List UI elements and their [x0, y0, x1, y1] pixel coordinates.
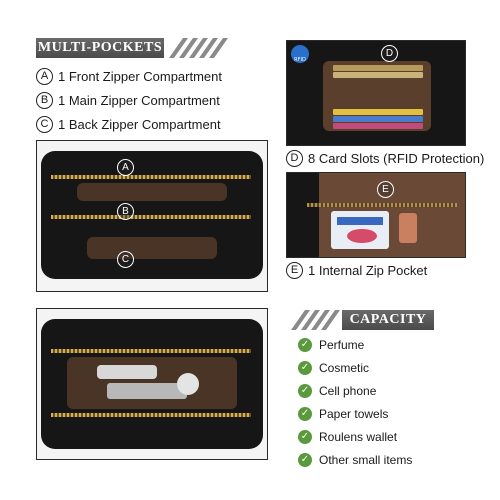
feature-text: 8 Card Slots (RFID Protection)	[308, 151, 485, 166]
rfid-badge-text: RFID	[294, 57, 306, 63]
capacity-item: ✓ Cosmetic	[298, 361, 369, 375]
photo-label-e: E	[377, 181, 394, 198]
rfid-shield-icon: RFID	[291, 45, 309, 63]
bag-front-photo: A B C	[36, 140, 268, 292]
capacity-item-label: Roulens wallet	[319, 430, 398, 444]
internal-pocket-photo: E	[286, 172, 466, 258]
capacity-item: ✓ Perfume	[298, 338, 364, 352]
back-pocket-opening	[87, 237, 217, 259]
feature-letter: B	[36, 92, 53, 109]
capacity-item-label: Cell phone	[319, 384, 377, 398]
feature-text: 1 Front Zipper Compartment	[58, 69, 223, 84]
feature-a: A 1 Front Zipper Compartment	[36, 68, 222, 85]
photo-label-d: D	[381, 45, 398, 62]
feature-d: D 8 Card Slots (RFID Protection)	[286, 150, 484, 167]
capacity-item-label: Cosmetic	[319, 361, 370, 375]
tissue-pack	[331, 211, 389, 249]
feature-b: B 1 Main Zipper Compartment	[36, 92, 220, 109]
feature-letter: C	[36, 116, 53, 133]
card	[333, 109, 423, 115]
feature-e: E 1 Internal Zip Pocket	[286, 262, 427, 279]
phone	[177, 373, 199, 395]
capacity-item: ✓ Cell phone	[298, 384, 376, 398]
multi-pockets-header: MULTI-POCKETS	[36, 38, 164, 58]
feature-text: 1 Internal Zip Pocket	[308, 263, 428, 278]
internal-zipper	[307, 203, 457, 207]
bag-edge	[287, 173, 319, 257]
check-icon: ✓	[298, 430, 312, 444]
bag-contents-photo	[36, 308, 268, 460]
card	[333, 65, 423, 71]
capacity-item: ✓ Other small items	[298, 453, 412, 467]
cosmetic-item	[399, 213, 417, 243]
capacity-item-label: Other small items	[319, 453, 413, 467]
capacity-item: ✓ Paper towels	[298, 407, 388, 421]
header-stripes-decoration	[168, 38, 229, 58]
perfume	[97, 365, 157, 379]
capacity-item-label: Perfume	[319, 338, 365, 352]
feature-letter: D	[286, 150, 303, 167]
card	[333, 123, 423, 129]
capacity-item-label: Paper towels	[319, 407, 389, 421]
zipper-main	[51, 215, 251, 219]
card	[333, 72, 423, 78]
header-stripes-decoration	[290, 310, 341, 330]
feature-letter: A	[36, 68, 53, 85]
check-icon: ✓	[298, 338, 312, 352]
zipper-top	[51, 349, 251, 353]
capacity-header: CAPACITY	[342, 310, 434, 330]
feature-letter: E	[286, 262, 303, 279]
photo-label-a: A	[117, 159, 134, 176]
photo-label-c: C	[117, 251, 134, 268]
feature-c: C 1 Back Zipper Compartment	[36, 116, 221, 133]
photo-label-b: B	[117, 203, 134, 220]
zipper-front	[51, 175, 251, 179]
check-icon: ✓	[298, 407, 312, 421]
cosmetic	[107, 383, 187, 399]
zipper-bottom	[51, 413, 251, 417]
check-icon: ✓	[298, 361, 312, 375]
check-icon: ✓	[298, 453, 312, 467]
capacity-item: ✓ Roulens wallet	[298, 430, 397, 444]
card	[333, 116, 423, 122]
feature-text: 1 Main Zipper Compartment	[58, 93, 220, 108]
feature-text: 1 Back Zipper Compartment	[58, 117, 221, 132]
card-slots-photo: D RFID	[286, 40, 466, 146]
front-pocket-opening	[77, 183, 227, 201]
check-icon: ✓	[298, 384, 312, 398]
